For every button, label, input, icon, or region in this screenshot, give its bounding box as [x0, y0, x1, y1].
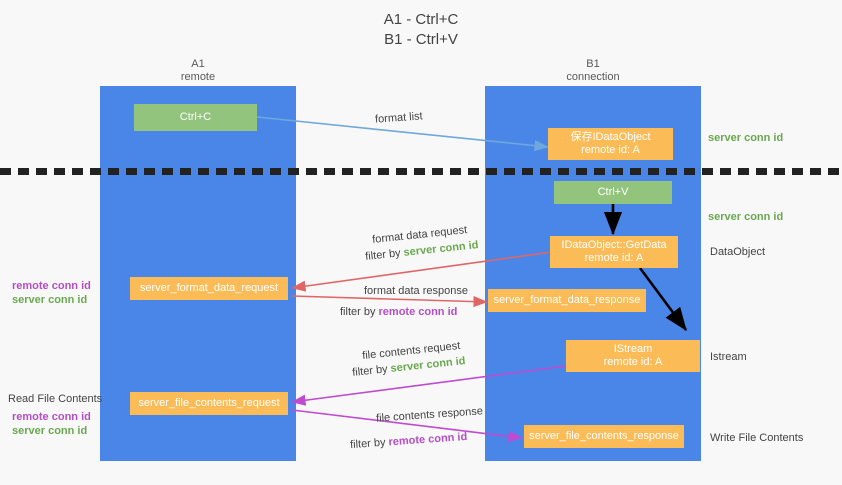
box-ctrl-v[interactable]: Ctrl+V [554, 181, 672, 204]
box-ctrl-c[interactable]: Ctrl+C [134, 104, 257, 131]
box-server-format-data-response[interactable]: server_format_data_response [488, 289, 646, 312]
annotation-right-dataobject: DataObject [710, 246, 766, 258]
box-server-format-data-request[interactable]: server_format_data_request [130, 277, 288, 300]
annotation-left-read-file-contents: Read File Contents [8, 393, 103, 405]
box-save-idataobject-line2: remote id: A [581, 144, 640, 156]
annotation-left-remote-conn-id-bottom: remote conn id [12, 411, 91, 423]
column-header-b1-role: connection [566, 71, 620, 83]
annotation-right-write-file-contents: Write File Contents [710, 432, 804, 444]
column-header-a1-role: remote [180, 71, 216, 83]
box-server-file-contents-response[interactable]: server_file_contents_response [524, 425, 684, 448]
filter-prefix: filter by [349, 436, 389, 452]
column-header-a1-name: A1 [191, 58, 205, 70]
box-istream[interactable]: IStream remote id: A [566, 340, 700, 372]
title-line-1: A1 - Ctrl+C [383, 11, 459, 28]
column-header-b1-name: B1 [586, 58, 600, 70]
box-istream-line2: remote id: A [603, 356, 663, 368]
filter-value-remote-conn-id: remote conn id [388, 430, 468, 449]
box-server-file-contents-request[interactable]: server_file_contents_request [130, 392, 288, 415]
annotation-right-server-conn-id-top: server conn id [708, 132, 784, 144]
filter-prefix: filter by [351, 362, 392, 379]
arrow-label-file-contents-response-filter: filter by remote conn id [350, 430, 468, 452]
box-getdata-line1: IDataObject::GetData [561, 239, 667, 251]
box-server-format-data-request-label: server_format_data_request [139, 282, 279, 294]
box-save-idataobject[interactable]: 保存IDataObject remote id: A [548, 128, 673, 160]
box-save-idataobject-line1: 保存IDataObject [570, 131, 651, 143]
annotation-right-istream: Istream [710, 351, 747, 363]
arrow-label-format-list: format list [374, 110, 424, 126]
title-line-2: B1 - Ctrl+V [384, 31, 458, 48]
box-server-file-contents-response-label: server_file_contents_response [529, 430, 679, 442]
arrow-label-format-data-response-filter: filter by remote conn id [340, 305, 457, 319]
column-header-b1: B1 connection [485, 58, 701, 84]
box-getdata-line2: remote id: A [584, 252, 644, 264]
column-header-a1: A1 remote [100, 58, 296, 84]
box-server-format-data-response-label: server_format_data_response [493, 294, 641, 306]
arrow-label-file-contents-response: file contents response [375, 405, 484, 425]
box-ctrl-c-label: Ctrl+C [179, 111, 212, 123]
filter-prefix: filter by [340, 306, 379, 318]
diagram-title: A1 - Ctrl+C B1 - Ctrl+V [0, 10, 842, 50]
box-ctrl-v-label: Ctrl+V [597, 186, 629, 198]
annotation-left-server-conn-id-mid: server conn id [12, 294, 88, 306]
box-istream-line1: IStream [613, 343, 653, 355]
annotation-left-conn-ids-bottom: remote conn id server conn id [12, 410, 91, 438]
box-idataobject-getdata[interactable]: IDataObject::GetData remote id: A [550, 236, 678, 268]
filter-prefix: filter by [364, 246, 405, 263]
annotation-left-remote-conn-id-mid: remote conn id [12, 280, 91, 292]
phase-separator [0, 168, 842, 175]
box-server-file-contents-request-label: server_file_contents_request [138, 397, 280, 409]
annotation-left-conn-ids-mid: remote conn id server conn id [12, 279, 91, 307]
arrow-label-format-data-response: format data response [364, 285, 468, 297]
annotation-left-server-conn-id-bottom: server conn id [12, 425, 88, 437]
filter-value-remote-conn-id: remote conn id [378, 306, 458, 318]
annotation-right-server-conn-id-mid: server conn id [708, 211, 784, 223]
